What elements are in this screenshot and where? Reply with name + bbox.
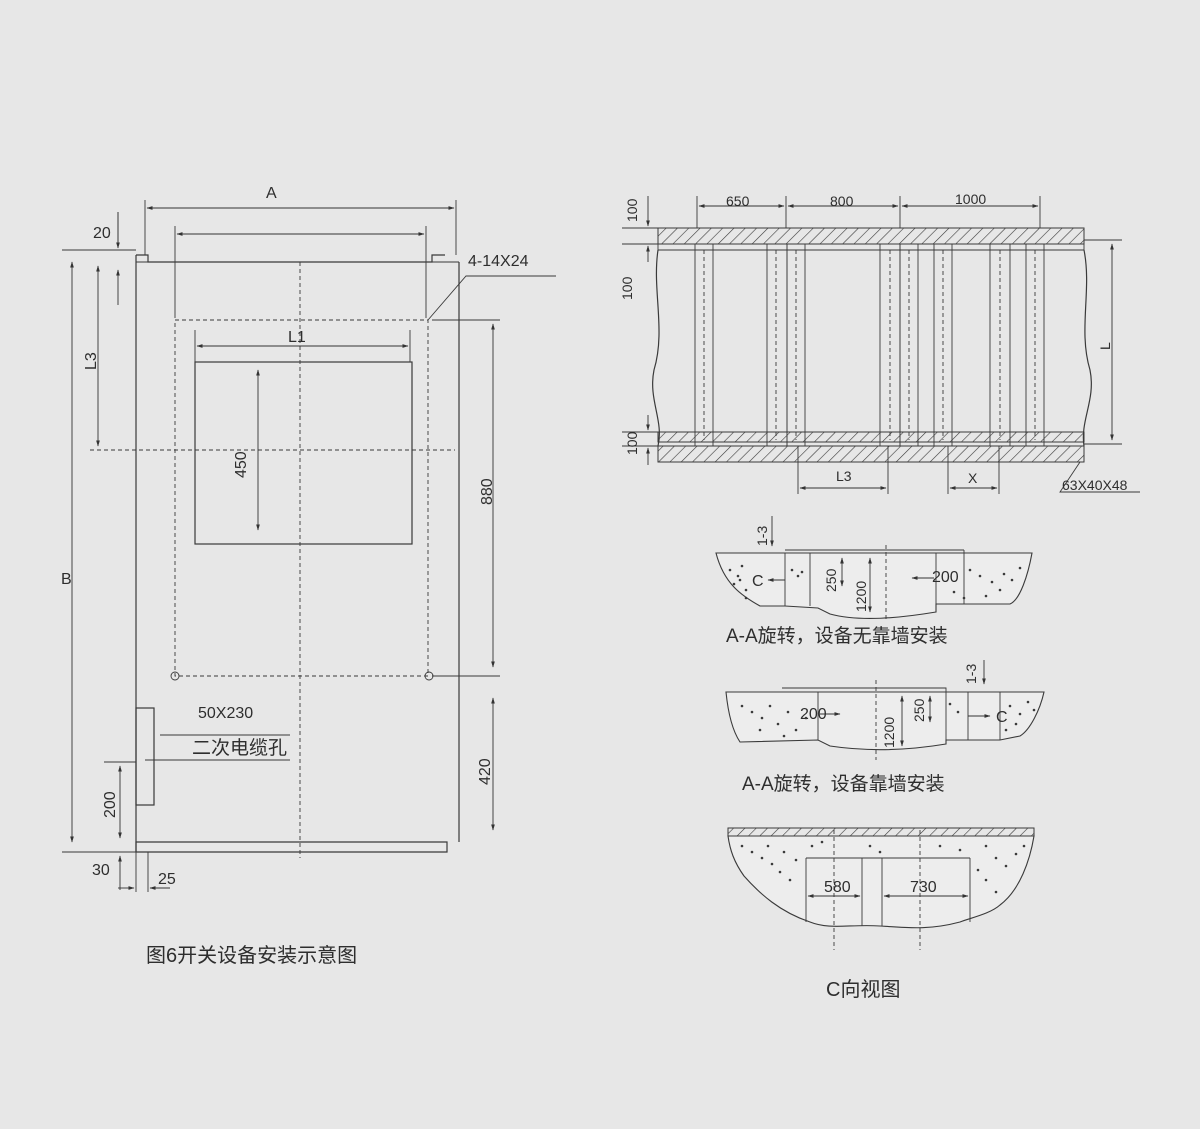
dim-880-ext <box>432 319 500 677</box>
section-a-1200: 1200 <box>853 581 869 612</box>
label-25: 25 <box>158 871 176 888</box>
section-a-slab <box>715 552 1033 619</box>
label-420: 420 <box>477 758 494 785</box>
section-c-730: 730 <box>910 879 937 896</box>
channel-steel-rails <box>694 243 1045 447</box>
label-L3-plan: L3 <box>836 468 852 484</box>
steel-leader <box>1059 461 1140 493</box>
base-plate <box>135 841 448 853</box>
caption-figure-6: 图6开关设备安装示意图 <box>146 944 357 967</box>
label-450: 450 <box>233 451 250 478</box>
rail-2 <box>766 243 788 447</box>
section-b-1200: 1200 <box>881 717 897 748</box>
top-dim-ext <box>696 196 1041 228</box>
section-c-580: 580 <box>824 879 851 896</box>
beam-bottom <box>657 445 1085 463</box>
section-b-slab <box>725 691 1045 751</box>
label-100c: 100 <box>624 431 640 455</box>
section-a-gravel <box>728 564 1022 600</box>
beam-top-inner <box>657 243 1085 251</box>
caption-section-c: C向视图 <box>826 978 900 1001</box>
beam-bottom-upper <box>657 431 1085 443</box>
rail-8 <box>1025 243 1045 447</box>
rail-5 <box>899 243 919 447</box>
label-A: A <box>266 185 277 202</box>
dim-L-ext <box>1084 239 1122 445</box>
cabinet-top-edge <box>136 254 445 263</box>
inner-width-ext <box>174 226 427 318</box>
section-c-slab <box>727 835 1035 929</box>
rail-3 <box>786 243 806 447</box>
secondary-cable-hole <box>135 707 155 806</box>
trench-left-break <box>652 249 660 447</box>
rail-7 <box>989 243 1011 447</box>
section-b-200: 200 <box>800 706 827 723</box>
beam-top <box>657 227 1085 245</box>
section-b-gravel <box>740 700 1036 738</box>
label-X: X <box>968 470 978 486</box>
rail-1 <box>694 243 714 447</box>
dim-A-ext <box>144 200 457 255</box>
section-b-frame <box>782 687 947 692</box>
label-20: 20 <box>93 225 111 242</box>
label-200-left: 200 <box>102 791 119 818</box>
label-hole: 4-14X24 <box>468 253 529 270</box>
left-100-ext <box>622 227 658 447</box>
label-100b: 100 <box>619 276 635 300</box>
section-a-c: C <box>752 573 764 590</box>
floor-anchor-outline <box>174 319 429 677</box>
label-100a: 100 <box>624 198 640 222</box>
caption-section-no-wall: A-A旋转，设备无靠墙安装 <box>726 625 948 647</box>
label-30: 30 <box>92 862 110 879</box>
label-B: B <box>61 571 72 588</box>
section-against-wall: 1-3 C 200 1200 250 A-A旋转，设备靠墙安装 <box>725 660 1045 795</box>
section-c-openings <box>805 857 971 926</box>
label-L3-left: L3 <box>83 352 100 370</box>
section-c-gravel <box>740 840 1026 894</box>
section-a-mark: 1-3 <box>754 526 770 546</box>
cable-hole-leader <box>145 734 290 761</box>
trench-right-break <box>1082 249 1092 447</box>
section-a-200: 200 <box>932 569 959 586</box>
cable-opening <box>194 361 413 545</box>
label-L: L <box>1097 342 1113 350</box>
foundation-plan: 650 800 1000 100 100 100 L L3 X 63X40X48 <box>619 191 1140 494</box>
label-steel: 63X40X48 <box>1062 477 1128 493</box>
section-c-centerlines <box>833 830 921 950</box>
label-800: 800 <box>830 193 854 209</box>
section-b-mark: 1-3 <box>963 664 979 684</box>
dim-L1-ext <box>194 330 411 362</box>
section-c-view: 580 730 C向视图 <box>727 827 1035 1001</box>
label-1000: 1000 <box>955 191 986 207</box>
bottom-dim-ext <box>797 446 1000 494</box>
section-b-c: C <box>996 709 1008 726</box>
dim-25-ext <box>135 852 149 892</box>
label-880: 880 <box>479 478 496 505</box>
section-b-walls <box>817 692 1001 744</box>
label-cable-size: 50X230 <box>198 705 253 722</box>
section-no-wall: 1-3 C 250 1200 200 A-A旋转，设备无靠墙安装 <box>715 516 1033 647</box>
label-L1: L1 <box>288 329 306 346</box>
rail-6 <box>933 243 953 447</box>
label-650: 650 <box>726 193 750 209</box>
section-a-walls <box>784 550 965 606</box>
caption-section-against-wall: A-A旋转，设备靠墙安装 <box>742 773 945 795</box>
label-cable-hole: 二次电缆孔 <box>192 737 287 759</box>
cabinet-front-view: A 20 4-14X24 L1 450 L3 880 <box>61 185 556 967</box>
hole-leader <box>427 275 556 321</box>
section-c-floor <box>727 827 1035 837</box>
section-a-250: 250 <box>823 568 839 592</box>
anchor-hole-left <box>170 671 180 681</box>
section-b-250: 250 <box>911 698 927 722</box>
